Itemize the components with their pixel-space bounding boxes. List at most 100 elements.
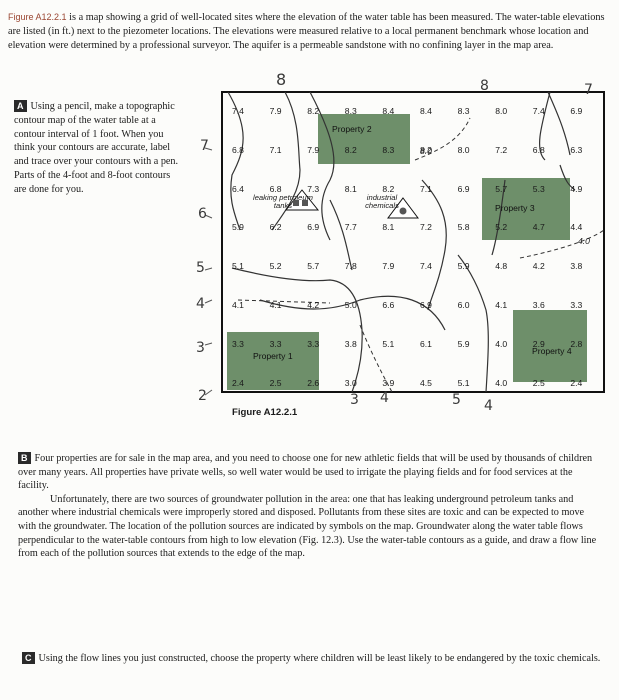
section-b-p2: Unfortunately, there are two sources of … xyxy=(18,493,597,560)
elevation-value: 5.9 xyxy=(457,261,470,272)
hand-label-8-top: 8 xyxy=(276,70,287,89)
elevation-value: 7.3 xyxy=(307,183,320,194)
hand-ticks xyxy=(204,147,213,396)
elevation-value: 2.4 xyxy=(570,377,583,388)
elevation-value: 5.3 xyxy=(532,183,545,194)
hand-label-3-left: 3 xyxy=(196,340,205,356)
property-3-label: Property 3 xyxy=(495,203,535,213)
figure-caption: Figure A12.2.1 xyxy=(232,407,298,418)
elevation-value: 7.1 xyxy=(420,183,432,194)
hand-label-2-left: 2 xyxy=(198,388,207,404)
elevation-value: 3.8 xyxy=(344,338,357,349)
elevation-value: 6.9 xyxy=(457,183,470,194)
section-c-badge: C xyxy=(22,652,35,664)
elevation-value: 2.9 xyxy=(532,338,545,349)
elevation-value: 2.8 xyxy=(570,338,583,349)
elevation-value: 5.2 xyxy=(269,261,282,272)
property-4-label: Property 4 xyxy=(532,346,572,356)
elevation-value: 3.3 xyxy=(269,338,282,349)
elevation-value: 8.2 xyxy=(307,106,320,116)
elevation-value: 8.0 xyxy=(495,106,508,116)
elevation-value: 4.1 xyxy=(495,300,508,310)
hand-label-6-left: 6 xyxy=(198,206,207,222)
elevation-value: 5.2 xyxy=(495,222,508,233)
hand-label-3-bottom: 3 xyxy=(350,392,359,408)
elevation-value: 5.8 xyxy=(457,222,470,233)
elevation-value: 7.4 xyxy=(420,261,432,272)
elevation-value: 7.9 xyxy=(382,261,395,272)
elevation-value: 4.5 xyxy=(420,377,432,388)
elevation-value: 6.6 xyxy=(382,300,395,310)
elevation-value: 5.7 xyxy=(307,261,320,272)
contour-label-8: 8.0 xyxy=(420,146,432,156)
elevation-value: 3.6 xyxy=(532,300,545,310)
elevation-value: 2.5 xyxy=(269,377,282,388)
elevation-value: 2.6 xyxy=(307,377,320,388)
elevation-value: 7.2 xyxy=(420,222,432,233)
elevation-value: 8.2 xyxy=(420,144,432,155)
elevation-value: 4.9 xyxy=(570,183,583,194)
elevation-value: 4.1 xyxy=(269,300,282,310)
section-b-p1: Four properties are for sale in the map … xyxy=(18,453,593,492)
intro-text: is a map showing a grid of well-located … xyxy=(8,12,605,51)
hand-label-7-right: 7 xyxy=(584,82,593,98)
elevation-value: 8.1 xyxy=(344,183,357,194)
intro-paragraph: Figure A12.2.1 is a map showing a grid o… xyxy=(8,10,608,53)
hand-label-4-bottom-right: 4 xyxy=(484,398,493,414)
elevation-value: 4.2 xyxy=(532,261,545,272)
elevation-value: 8.3 xyxy=(382,144,395,155)
elevation-value: 6.8 xyxy=(269,183,282,194)
elevation-value: 5.7 xyxy=(495,183,508,194)
elevation-value: 3.3 xyxy=(307,338,320,349)
elevation-value: 4.0 xyxy=(495,377,508,388)
elevation-value: 6.2 xyxy=(269,222,282,233)
elevation-value: 3.0 xyxy=(344,377,357,388)
elevation-value: 8.2 xyxy=(344,144,357,155)
hand-label-4-bottom: 4 xyxy=(380,390,389,406)
elevation-value: 4.4 xyxy=(570,222,583,233)
elevation-value: 8.3 xyxy=(457,106,470,116)
elevation-value: 8.3 xyxy=(344,106,357,116)
elevation-value: 7.9 xyxy=(307,144,320,155)
elevation-value: 6.8 xyxy=(232,144,244,155)
elevation-value: 8.2 xyxy=(382,183,395,194)
tanks-label: leaking petroleum tanks xyxy=(253,193,313,210)
elevation-value: 5.1 xyxy=(382,338,395,349)
elevation-value: 7.1 xyxy=(269,144,282,155)
section-a-badge: A xyxy=(14,100,27,112)
elevation-value: 7.4 xyxy=(532,106,545,116)
hand-label-8-right: 8 xyxy=(480,78,489,94)
hand-label-5-left: 5 xyxy=(196,260,205,276)
elevation-value: 6.9 xyxy=(307,222,320,233)
contour-label-4: 4.0 xyxy=(578,236,590,246)
elevation-value: 6.4 xyxy=(232,183,244,194)
elevation-value: 3.8 xyxy=(570,261,583,272)
elevation-value: 8.0 xyxy=(457,144,470,155)
section-a-text: Using a pencil, make a topographic conto… xyxy=(14,101,179,195)
elevation-value: 4.1 xyxy=(232,300,244,310)
elevation-value: 6.1 xyxy=(420,338,432,349)
elevation-value: 6.3 xyxy=(570,144,583,155)
elevation-value: 4.2 xyxy=(307,300,320,310)
elevation-value: 5.1 xyxy=(232,261,244,272)
intro-figure-ref: Figure A12.2.1 xyxy=(8,12,67,22)
section-b-badge: B xyxy=(18,452,31,464)
elevation-value: 5.0 xyxy=(344,300,357,310)
hand-label-7-left: 7 xyxy=(200,138,209,154)
elevation-value: 4.0 xyxy=(495,338,508,349)
elevation-value: 7.9 xyxy=(269,106,282,116)
elevation-value: 7.4 xyxy=(232,106,244,116)
property-2-label: Property 2 xyxy=(332,124,372,134)
elevation-value: 6.9 xyxy=(420,300,432,310)
elevation-value: 5.1 xyxy=(457,377,470,388)
elevation-value: 6.8 xyxy=(532,144,545,155)
elevation-value: 6.0 xyxy=(457,300,470,310)
elevation-value: 7.7 xyxy=(344,222,357,233)
elevation-value: 8.4 xyxy=(420,106,432,116)
elevation-value: 7.2 xyxy=(495,144,508,155)
elevation-value: 5.9 xyxy=(457,338,470,349)
elevation-value: 4.7 xyxy=(532,222,545,233)
